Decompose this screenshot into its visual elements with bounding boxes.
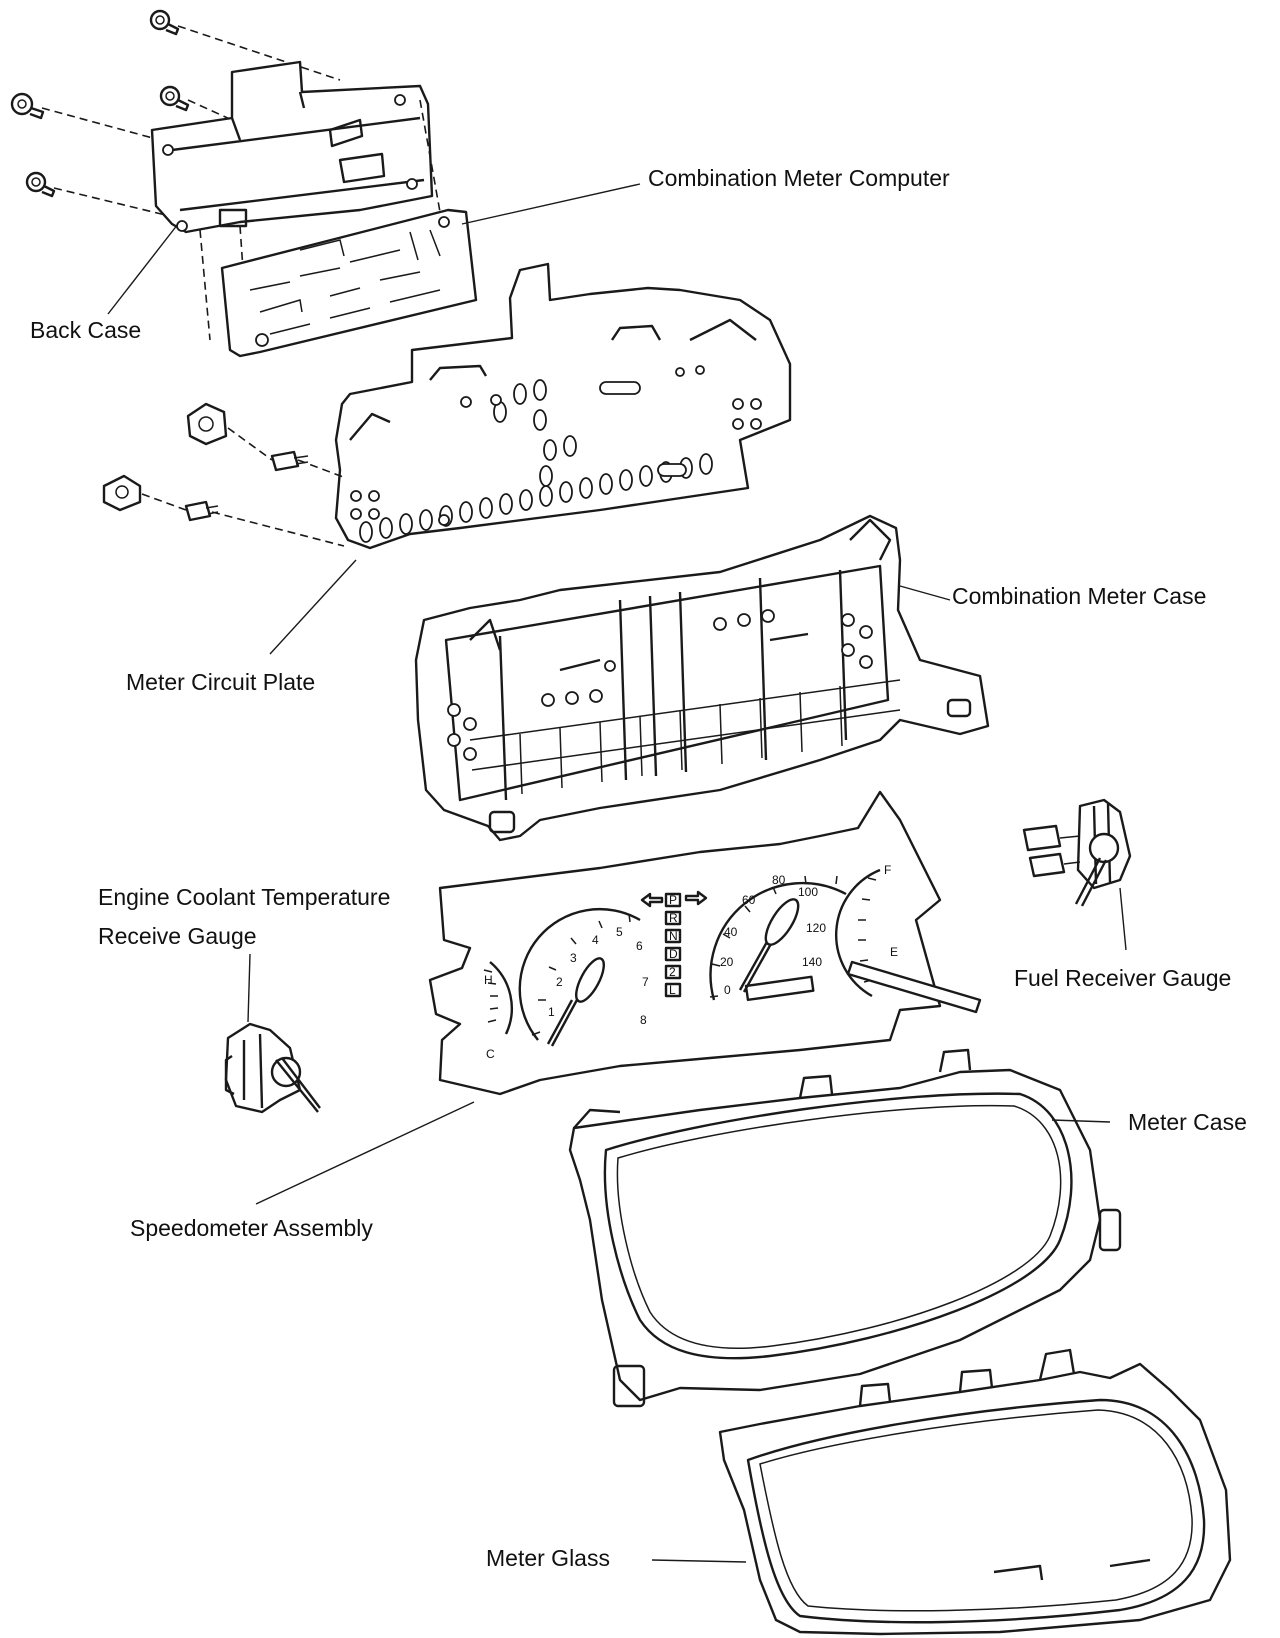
circuit-plate-hole-row-1	[359, 453, 713, 543]
screw-4	[25, 171, 56, 198]
gauge-rod	[846, 960, 982, 1014]
tach-tick-3: 3	[570, 951, 577, 965]
screw-1	[149, 9, 180, 36]
tach-tick-6: 6	[636, 939, 643, 953]
label-meter-glass: Meter Glass	[486, 1545, 610, 1571]
leader-combination-meter-computer	[461, 183, 641, 225]
leader-fuel-receiver-gauge	[1119, 887, 1127, 951]
shift-l: L	[669, 983, 676, 997]
meter-glass	[718, 1348, 1232, 1636]
label-engine-coolant-line1: Engine Coolant Temperature	[98, 884, 390, 910]
circuit-plate-hole-cluster	[350, 365, 762, 526]
label-combination-meter-case: Combination Meter Case	[952, 583, 1206, 609]
fuel-gauge-dial: F E	[834, 863, 898, 998]
tach-tick-5: 5	[616, 925, 623, 939]
label-engine-coolant-line2: Receive Gauge	[98, 923, 257, 949]
shift-d: D	[669, 947, 678, 961]
speed-tick-120: 120	[806, 921, 826, 935]
turn-arrow-right-icon	[684, 890, 708, 906]
speed-tick-140: 140	[802, 955, 822, 969]
combination-meter-case	[414, 514, 990, 842]
screw-2	[10, 92, 45, 120]
speed-needle	[738, 939, 774, 993]
bulb-guide-lines	[141, 427, 347, 547]
speed-tick-80: 80	[772, 873, 786, 887]
leader-speedometer-assembly	[255, 1101, 475, 1205]
meter-case	[568, 1048, 1122, 1408]
temp-h-label: H	[484, 973, 493, 987]
shift-r: R	[669, 911, 678, 925]
label-fuel-receiver-gauge: Fuel Receiver Gauge	[1014, 965, 1231, 991]
tach-tick-1: 1	[548, 1005, 555, 1019]
label-speedometer-assembly: Speedometer Assembly	[130, 1215, 373, 1241]
engine-coolant-temperature-receive-gauge	[224, 1022, 321, 1114]
turn-arrow-left-icon	[640, 892, 664, 908]
tach-tick-4: 4	[592, 933, 599, 947]
bulb-socket-upper	[186, 402, 309, 472]
label-combination-meter-computer: Combination Meter Computer	[648, 165, 950, 191]
tach-tick-7: 7	[642, 975, 649, 989]
tachometer-dial: 1 2 3 4 5 6 7 8	[518, 907, 649, 1047]
fuel-e-label: E	[890, 945, 898, 959]
temperature-gauge-dial: H C	[483, 961, 513, 1061]
tach-tick-2: 2	[556, 975, 563, 989]
label-meter-case: Meter Case	[1128, 1109, 1247, 1135]
label-back-case: Back Case	[30, 317, 141, 343]
label-meter-circuit-plate: Meter Circuit Plate	[126, 669, 315, 695]
speed-tick-0: 0	[724, 983, 731, 997]
back-case	[150, 60, 434, 234]
shift-p: P	[669, 893, 677, 907]
speed-tick-20: 20	[720, 955, 734, 969]
leader-meter-circuit-plate	[269, 559, 357, 655]
temp-c-label: C	[486, 1047, 495, 1061]
screw-guide-lines	[41, 25, 341, 221]
speedometer-assembly: H C 1 2 3 4 5 6 7 8 P R N	[428, 790, 982, 1096]
screws	[10, 9, 190, 198]
fuel-f-label: F	[884, 863, 891, 877]
tach-needle	[546, 997, 580, 1047]
leader-meter-case	[1051, 1119, 1111, 1123]
speedometer-dial: 0 20 40 60 80 100 120 140	[709, 873, 847, 1002]
screw-3	[159, 85, 190, 112]
bulb-socket-lower	[102, 474, 219, 522]
speed-tick-100: 100	[798, 885, 818, 899]
combination-meter-computer	[220, 208, 478, 358]
shift-2: 2	[669, 965, 676, 979]
speed-tick-40: 40	[724, 925, 738, 939]
meter-circuit-plate	[334, 262, 792, 550]
tach-tick-8: 8	[640, 1013, 647, 1027]
leader-meter-glass	[651, 1559, 747, 1563]
leader-back-case	[107, 223, 179, 315]
leader-engine-coolant	[247, 953, 251, 1023]
leader-combination-meter-case	[899, 585, 951, 601]
meter-case-grid	[469, 679, 901, 795]
shift-indicator-column: P R N D 2 L	[640, 890, 708, 998]
shift-n: N	[669, 929, 678, 943]
speed-tick-60: 60	[742, 893, 756, 907]
fuel-receiver-gauge	[1022, 798, 1132, 907]
